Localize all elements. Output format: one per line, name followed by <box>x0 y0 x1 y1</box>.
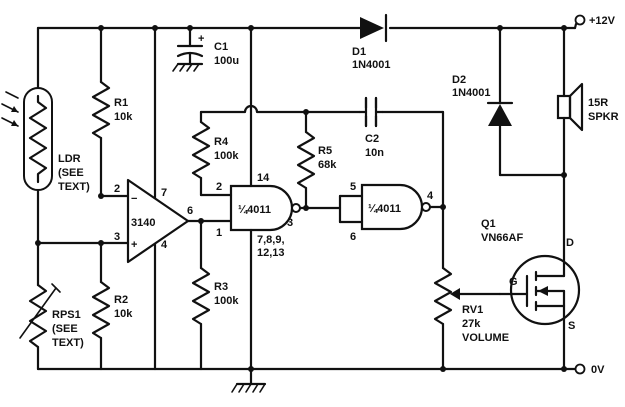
resistor-r2 <box>91 241 111 371</box>
q1-name: Q1 <box>481 218 496 230</box>
pin-label: 3 <box>287 217 293 229</box>
opamp-label: 3140 <box>131 217 155 229</box>
junction <box>248 366 254 372</box>
ldr-note2: TEXT) <box>58 181 90 193</box>
c1-name: C1 <box>214 41 228 53</box>
spkr-name: 15R <box>588 97 608 109</box>
capacitor-c1 <box>172 26 204 72</box>
diode-d2 <box>486 26 514 177</box>
q1-source-label: S <box>568 320 575 332</box>
rps1 <box>19 241 61 371</box>
positive-terminal <box>574 14 586 26</box>
ground-terminal <box>574 363 586 375</box>
nand1-label: ¼4011 <box>238 204 271 216</box>
nand2-label: ¼4011 <box>368 203 401 215</box>
ground-rail-label: 0V <box>591 364 605 376</box>
pin-label: 4 <box>161 239 168 251</box>
nand-gate-1 <box>229 26 301 371</box>
resistor-r1 <box>91 26 111 198</box>
q1-drain-label: D <box>566 237 574 249</box>
pin-label: 7 <box>161 187 167 199</box>
opamp-minus-sign: − <box>131 193 137 205</box>
ldr-note1: (SEE <box>58 167 84 179</box>
pin-label: 7,8,9, <box>257 234 285 246</box>
pin-label: 4 <box>427 190 434 202</box>
c2-name: C2 <box>365 133 379 145</box>
ground-symbol <box>231 367 267 393</box>
q1-value: VN66AF <box>481 232 523 244</box>
r5-value: 68k <box>318 159 337 171</box>
positive-rail-label: +12V <box>589 15 616 27</box>
pin-label: 6 <box>350 231 356 243</box>
potentiometer-rv1 <box>433 266 502 371</box>
rps1-note1: (SEE <box>52 323 78 335</box>
pin-label: 2 <box>216 181 222 193</box>
resistor-r4 <box>191 110 233 197</box>
r3-value: 100k <box>214 295 239 307</box>
speaker-icon <box>556 26 584 177</box>
r2-value: 10k <box>114 308 133 320</box>
rv1-name: RV1 <box>462 304 483 316</box>
junction <box>248 25 254 31</box>
r5-name: R5 <box>318 145 332 157</box>
d2-value: 1N4001 <box>452 87 491 99</box>
d1-name: D1 <box>352 46 366 58</box>
ldr <box>23 26 53 245</box>
opamp-3140 <box>126 26 190 371</box>
rps1-note2: TEXT) <box>52 337 84 349</box>
pin-label: 14 <box>257 172 270 184</box>
pin-label: 2 <box>114 183 120 195</box>
junction <box>561 366 567 372</box>
c1-value: 100u <box>214 55 239 67</box>
resistor-r5 <box>296 110 316 210</box>
rv1-value: 27k <box>462 318 481 330</box>
pin-label: 3 <box>114 231 120 243</box>
pin-label: 12,13 <box>257 247 285 259</box>
d2-name: D2 <box>452 74 466 86</box>
rps1-name: RPS1 <box>52 309 81 321</box>
r1-value: 10k <box>114 111 133 123</box>
junction <box>440 204 446 210</box>
c2-value: 10n <box>365 147 384 159</box>
r1-name: R1 <box>114 97 128 109</box>
rv1-function: VOLUME <box>462 332 509 344</box>
pin-label: 5 <box>350 181 356 193</box>
d1-value: 1N4001 <box>352 59 391 71</box>
nand-gate-2 <box>338 183 431 231</box>
r4-value: 100k <box>214 150 239 162</box>
resistor-r3 <box>191 219 211 371</box>
junction <box>152 25 158 31</box>
r4-name: R4 <box>214 136 229 148</box>
spkr-value: SPKR <box>588 111 619 123</box>
q1-gate-label: G <box>509 276 518 288</box>
junction <box>440 366 446 372</box>
ldr-name: LDR <box>58 153 81 165</box>
r2-name: R2 <box>114 294 128 306</box>
c1-plus-sign: + <box>198 33 204 45</box>
junction <box>98 193 104 199</box>
pin-label: 1 <box>216 227 222 239</box>
light-arrows-icon <box>1 91 19 127</box>
r3-name: R3 <box>214 281 228 293</box>
opamp-plus-sign: + <box>131 239 137 251</box>
mosfet-q1 <box>498 254 581 326</box>
pin-label: 6 <box>187 205 193 217</box>
diode-d1 <box>360 13 388 43</box>
